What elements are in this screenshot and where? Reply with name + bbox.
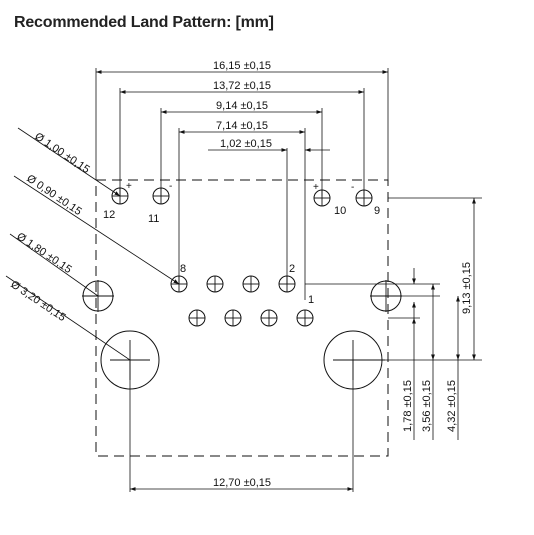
page-title: Recommended Land Pattern: [mm]	[14, 14, 274, 31]
mount-hole-left	[100, 330, 160, 390]
dim-height-1: 1,78 ±0,15	[402, 380, 414, 432]
callout-leaders	[5, 127, 180, 361]
mount-hole-right	[323, 330, 385, 390]
dim-height-2: 3,56 ±0,15	[421, 380, 433, 432]
polarity-plus-12: +	[126, 181, 132, 192]
polarity-minus-11: -	[169, 181, 172, 192]
pin-label-2: 2	[289, 263, 295, 275]
led-pad-10	[313, 189, 331, 207]
callout-d100: Ø 1,00 ±0,15	[32, 131, 91, 176]
signal-pad-8	[170, 275, 188, 293]
dim-height-top: 9,13 ±0,15	[461, 262, 473, 314]
pin-label-12: 12	[103, 209, 115, 221]
component-outline	[95, 179, 389, 457]
led-pad-12	[111, 187, 129, 205]
ground-hole-left	[82, 280, 114, 312]
signal-pad-3	[260, 309, 278, 327]
extension-lines-right	[305, 197, 482, 361]
signal-pad-7	[188, 309, 206, 327]
dim-width-mount: 12,70 ±0,15	[213, 477, 271, 489]
signal-pad-2	[278, 275, 296, 293]
dim-width-overall: 16,15 ±0,15	[213, 60, 271, 72]
dimension-lines	[96, 70, 476, 491]
polarity-minus-9: -	[351, 182, 354, 193]
signal-pad-1	[296, 309, 314, 327]
dim-width-11-10: 9,14 ±0,15	[216, 100, 268, 112]
pin-label-8: 8	[180, 263, 186, 275]
dim-width-2-1: 1,02 ±0,15	[220, 138, 272, 150]
signal-pad-4	[242, 275, 260, 293]
led-pad-11	[152, 187, 170, 205]
led-pad-9	[355, 189, 373, 207]
callout-d180: Ø 1,80 ±0,15	[14, 231, 73, 276]
callout-d320: Ø 3,20 ±0,15	[8, 279, 67, 324]
polarity-plus-10: +	[313, 182, 319, 193]
pin-label-1: 1	[308, 294, 314, 306]
extension-lines	[95, 68, 389, 492]
signal-pad-6	[206, 275, 224, 293]
callout-d090: Ø 0,90 ±0,15	[24, 173, 83, 218]
pin-label-11: 11	[148, 213, 159, 225]
ground-hole-right	[370, 280, 402, 312]
pin-label-9: 9	[374, 205, 380, 217]
pin-label-10: 10	[334, 205, 346, 217]
signal-pad-5	[224, 309, 242, 327]
dim-height-3: 4,32 ±0,15	[446, 380, 458, 432]
dim-width-8-2: 7,14 ±0,15	[216, 120, 268, 132]
dim-width-12-9: 13,72 ±0,15	[213, 80, 271, 92]
